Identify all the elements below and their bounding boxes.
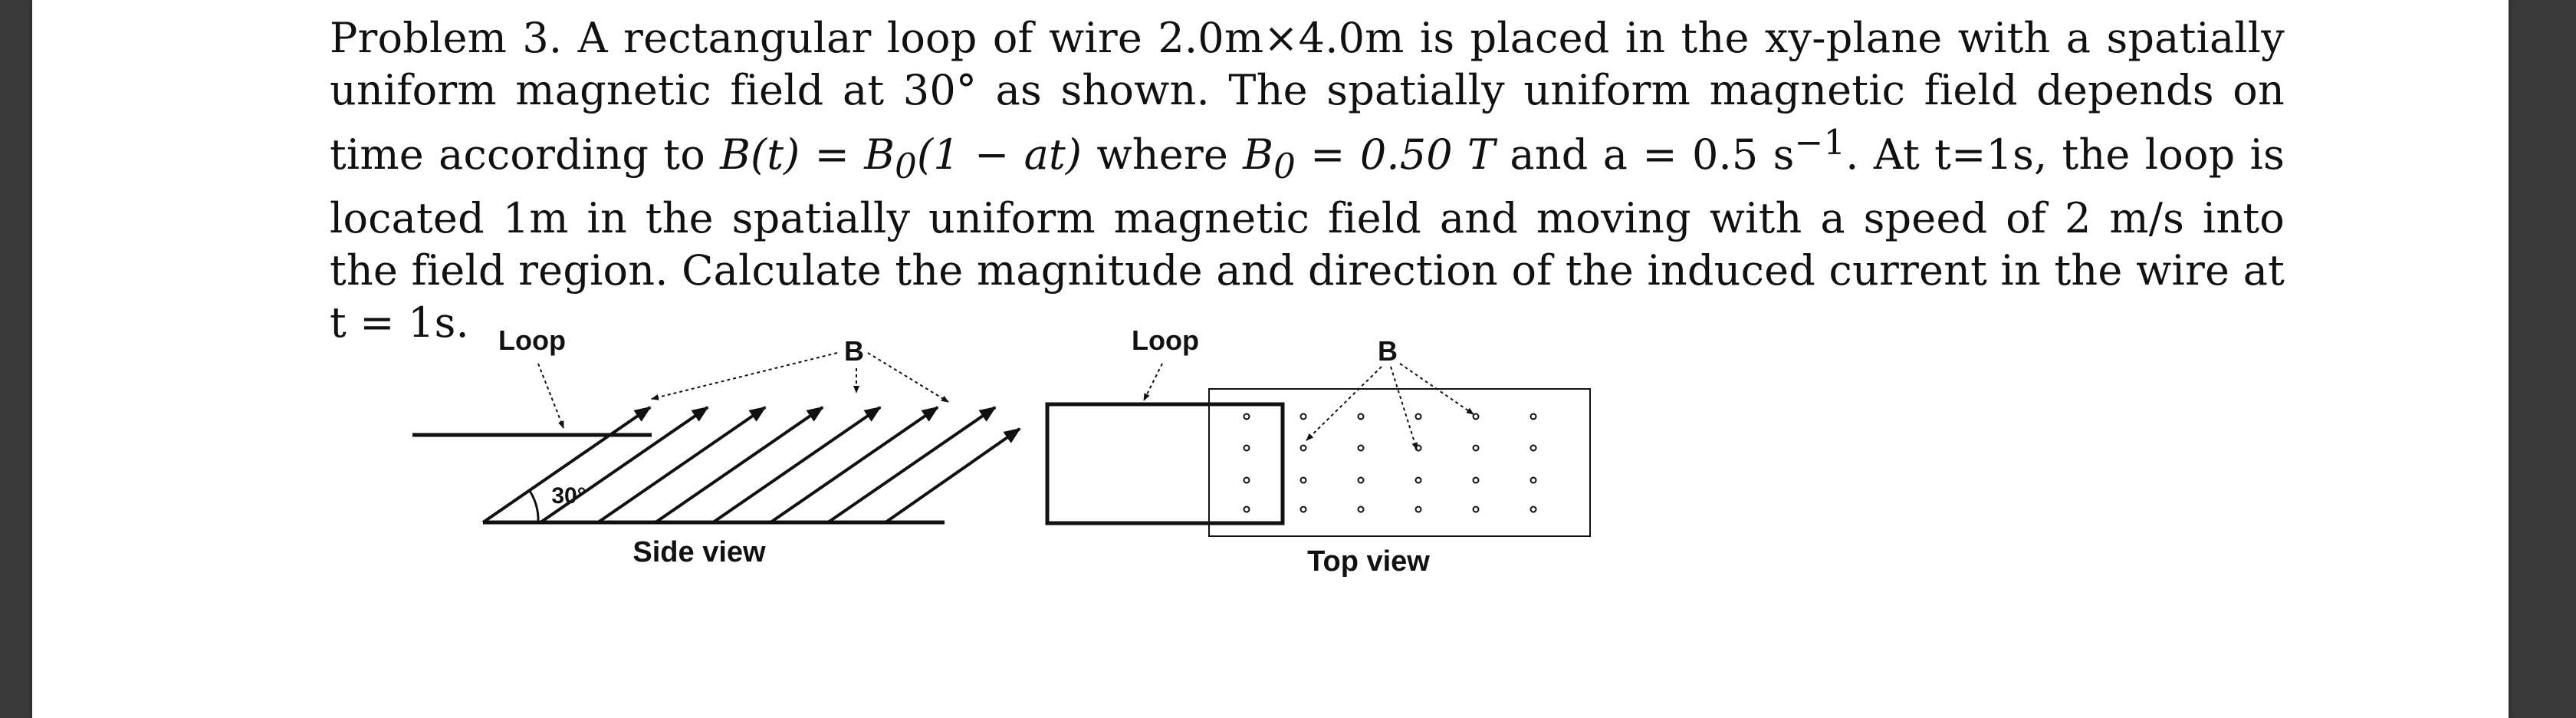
field-line [711, 406, 882, 524]
top-b-label: B [1378, 335, 1398, 367]
side-loop-pointer [537, 363, 564, 429]
field-line [654, 406, 824, 524]
angle-arc [528, 490, 540, 523]
angle-label: 30° [551, 483, 586, 509]
equation-b0-value: B0 = 0.50 T [1243, 130, 1496, 186]
problem-statement: Problem 3. A rectangular loop of wire 2.… [330, 12, 2285, 349]
top-b-pointer-middle [1390, 366, 1418, 450]
field-line [539, 406, 709, 524]
field-line [769, 406, 939, 524]
problem-text-part4: . At t=1s, the loop is located 1m in the… [330, 130, 2285, 347]
top-loop-pointer [1143, 363, 1163, 401]
top-view-caption: Top view [1307, 545, 1430, 578]
figure: Loop B 30° [412, 324, 1591, 578]
field-region [1208, 388, 1591, 537]
problem-text-part1: A rectangular loop of wire 2.0m×4.0m is … [330, 14, 2285, 179]
top-loop-wire [1045, 402, 1285, 525]
problem-label: Problem 3. [330, 14, 563, 62]
side-b-pointer-left [651, 352, 838, 400]
side-view-caption: Side view [632, 536, 766, 568]
exponent: −1 [1794, 122, 1846, 163]
field-line [884, 427, 1021, 524]
field-line [596, 406, 767, 524]
field-lines [481, 406, 1021, 524]
problem-text-part3: and a = 0.5 s [1495, 130, 1795, 179]
field-line [826, 406, 997, 524]
top-loop-label: Loop [1132, 324, 1199, 356]
side-b-label: B [844, 335, 864, 367]
side-loop-label: Loop [498, 324, 566, 356]
side-view-diagram: Loop B 30° [412, 324, 1021, 568]
document-page: Problem 3. A rectangular loop of wire 2.… [32, 0, 2509, 718]
equation-b-of-t: B(t) = B0(1 − at) [720, 130, 1083, 186]
top-view-diagram: Loop B Top view [1045, 324, 1591, 578]
problem-text-part2: where [1082, 130, 1244, 179]
side-b-pointer-right [867, 352, 949, 403]
top-b-pointer-right [1399, 363, 1474, 415]
field-line [481, 406, 652, 524]
field-dots [1243, 413, 1537, 513]
top-b-pointer-left [1306, 366, 1382, 441]
